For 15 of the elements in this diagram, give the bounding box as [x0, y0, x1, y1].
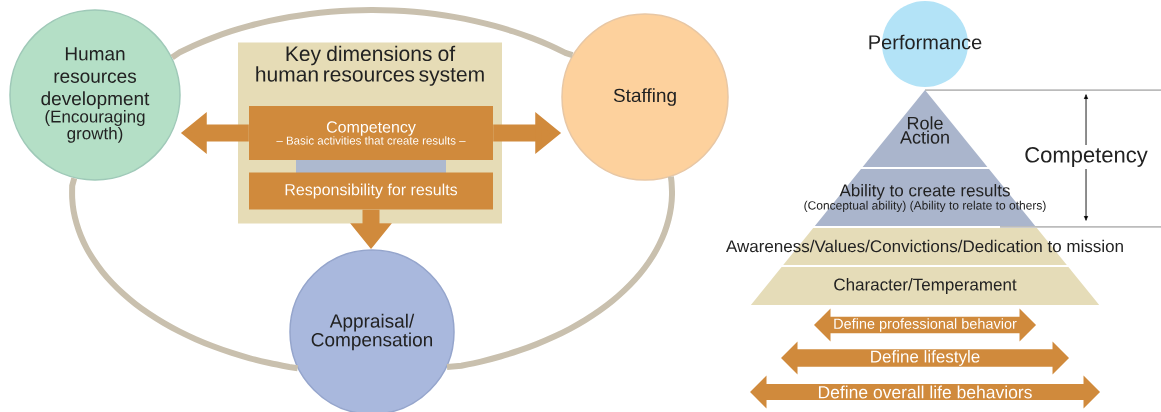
pyramid-layer: Awareness/Values/Convictions/Dedication to mission [726, 228, 1123, 265]
process-box: Competency – Basic activities that create results – [249, 106, 493, 160]
node-label: Awareness/Values/Convictions/Dedication to mission [725, 239, 1123, 253]
node-label: Ability to create results [839, 183, 1010, 200]
node-label: (Conceptual ability) (Ability to relate to others) [804, 200, 1046, 213]
process-box: Responsibility for results [249, 172, 493, 210]
pointed-banner: Define lifestyle [781, 341, 1069, 375]
pointed-banner: Define professional behavior [814, 308, 1036, 342]
dimension-label: Competency [1022, 145, 1150, 169]
node-label: Character/Temperament [834, 278, 1017, 294]
pointed-banner: Define overall life behaviors [750, 375, 1100, 409]
pyramid-layer: Ability to create results (Conceptual ability) (Ability to relate to others) [804, 169, 1046, 226]
pyramid-layer: Character/Temperament [750, 267, 1100, 305]
pyramid-layer: Role Action [862, 90, 988, 167]
node-label: Role Action [900, 116, 949, 144]
